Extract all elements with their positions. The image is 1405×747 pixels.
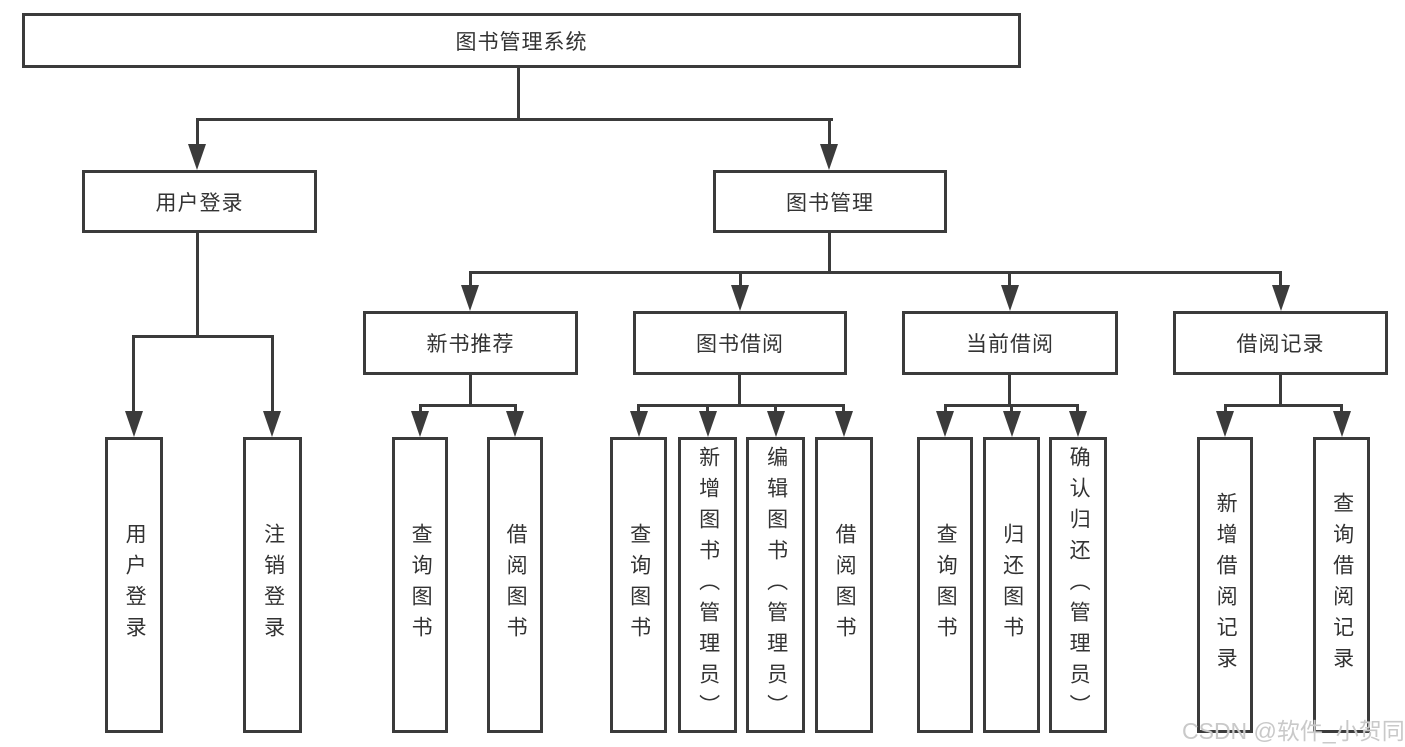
- leaf-user-login-label: 用户登录: [123, 523, 147, 647]
- arrow-down-icon: [506, 411, 524, 437]
- arrow-down-icon: [1272, 285, 1290, 311]
- connector-line: [944, 404, 947, 415]
- connector-line: [196, 118, 199, 148]
- arrow-down-icon: [936, 411, 954, 437]
- connector-line: [196, 118, 833, 121]
- arrow-down-icon: [411, 411, 429, 437]
- leaf-bw-edit-book-admin-label: 编辑图书（管理员）: [764, 445, 788, 725]
- arrow-down-icon: [125, 411, 143, 437]
- arrow-down-icon: [820, 144, 838, 170]
- leaf-nb-query-book-label: 查询图书: [409, 523, 433, 647]
- arrow-down-icon: [461, 285, 479, 311]
- connector-line: [738, 375, 741, 406]
- leaf-rec-add-record-label: 新增借阅记录: [1214, 492, 1238, 678]
- leaf-user-login: 用户登录: [105, 437, 163, 733]
- connector-line: [1076, 404, 1079, 415]
- connector-line: [132, 335, 274, 338]
- leaf-rec-query-record-label: 查询借阅记录: [1330, 492, 1354, 678]
- connector-line: [419, 404, 517, 407]
- connector-line: [469, 271, 1281, 274]
- arrow-down-icon: [188, 144, 206, 170]
- leaf-bw-add-book-admin-label: 新增图书（管理员）: [696, 445, 720, 725]
- leaf-cur-return-book: 归还图书: [983, 437, 1040, 733]
- arrow-down-icon: [1003, 411, 1021, 437]
- leaf-bw-borrow-book-label: 借阅图书: [833, 523, 857, 647]
- csdn-watermark: CSDN @软件_小贺同学: [1182, 718, 1405, 744]
- connector-line: [1010, 404, 1013, 415]
- leaf-cur-confirm-return-admin: 确认归还（管理员）: [1049, 437, 1107, 733]
- node-current-borrow: 当前借阅: [902, 311, 1118, 375]
- connector-line: [1340, 404, 1343, 415]
- leaf-logout-label: 注销登录: [261, 523, 285, 647]
- connector-line: [637, 404, 640, 415]
- node-book-management: 图书管理: [713, 170, 947, 233]
- arrow-down-icon: [1069, 411, 1087, 437]
- leaf-cur-query-book: 查询图书: [917, 437, 973, 733]
- connector-line: [637, 404, 845, 407]
- arrow-down-icon: [1001, 285, 1019, 311]
- node-book-borrow-label: 图书借阅: [696, 333, 784, 356]
- leaf-bw-edit-book-admin: 编辑图书（管理员）: [746, 437, 805, 733]
- leaf-nb-borrow-book: 借阅图书: [487, 437, 543, 733]
- node-user-login-label: 用户登录: [155, 191, 244, 215]
- connector-line: [514, 404, 517, 415]
- leaf-rec-add-record: 新增借阅记录: [1197, 437, 1253, 733]
- connector-line: [828, 233, 831, 273]
- connector-line: [1008, 375, 1011, 406]
- connector-line: [1008, 271, 1011, 287]
- arrow-down-icon: [1216, 411, 1234, 437]
- leaf-cur-query-book-label: 查询图书: [934, 523, 958, 647]
- node-user-login: 用户登录: [82, 170, 317, 233]
- connector-line: [1224, 404, 1342, 407]
- connector-line: [1224, 404, 1227, 415]
- connector-line: [469, 271, 472, 287]
- leaf-bw-borrow-book: 借阅图书: [815, 437, 873, 733]
- leaf-logout: 注销登录: [243, 437, 302, 733]
- node-new-book-recommend: 新书推荐: [363, 311, 578, 375]
- leaf-bw-add-book-admin: 新增图书（管理员）: [678, 437, 737, 733]
- connector-line: [132, 335, 135, 415]
- connector-line: [1279, 271, 1282, 287]
- connector-line: [774, 404, 777, 415]
- connector-line: [419, 404, 422, 415]
- node-current-borrow-label: 当前借阅: [966, 333, 1054, 356]
- connector-line: [706, 404, 709, 415]
- arrow-down-icon: [630, 411, 648, 437]
- connector-line: [469, 375, 472, 406]
- leaf-rec-query-record: 查询借阅记录: [1313, 437, 1370, 733]
- arrow-down-icon: [731, 285, 749, 311]
- connector-line: [517, 66, 520, 120]
- connector-line: [842, 404, 845, 415]
- arrow-down-icon: [699, 411, 717, 437]
- leaf-cur-return-book-label: 归还图书: [1000, 523, 1024, 647]
- node-book-borrow: 图书借阅: [633, 311, 847, 375]
- node-borrow-records: 借阅记录: [1173, 311, 1388, 375]
- connector-line: [828, 118, 831, 148]
- arrow-down-icon: [1333, 411, 1351, 437]
- connector-line: [739, 271, 742, 287]
- node-root: 图书管理系统: [22, 13, 1021, 68]
- node-book-management-label: 图书管理: [786, 191, 874, 215]
- connector-line: [1279, 375, 1282, 406]
- arrow-down-icon: [767, 411, 785, 437]
- leaf-nb-query-book: 查询图书: [392, 437, 448, 733]
- node-new-book-recommend-label: 新书推荐: [426, 333, 515, 356]
- arrow-down-icon: [263, 411, 281, 437]
- leaf-bw-query-book: 查询图书: [610, 437, 667, 733]
- node-borrow-records-label: 借阅记录: [1236, 333, 1325, 356]
- leaf-bw-query-book-label: 查询图书: [627, 523, 651, 647]
- node-root-label: 图书管理系统: [455, 30, 588, 54]
- connector-line: [271, 335, 274, 415]
- leaf-nb-borrow-book-label: 借阅图书: [504, 523, 528, 647]
- arrow-down-icon: [835, 411, 853, 437]
- connector-line: [196, 232, 199, 337]
- leaf-cur-confirm-return-admin-label: 确认归还（管理员）: [1067, 445, 1091, 725]
